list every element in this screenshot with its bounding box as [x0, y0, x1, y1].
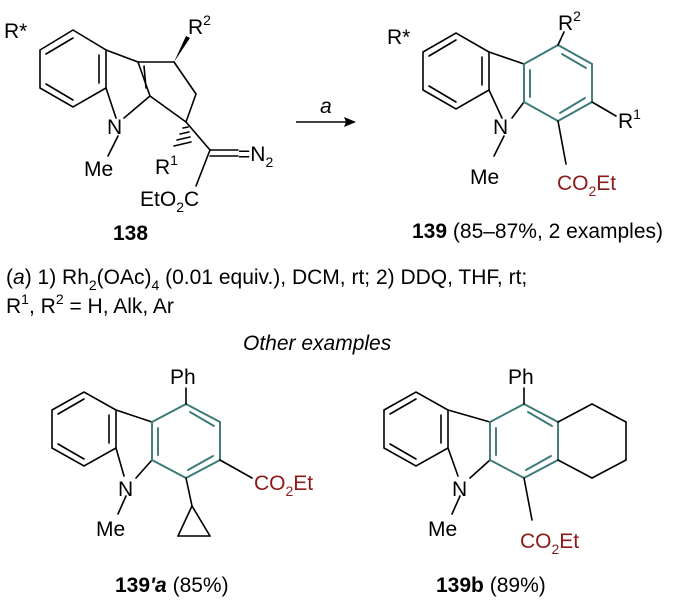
conditions-line-2: R1, R2 = H, Alk, Ar	[6, 291, 174, 318]
example2-phenyl: Ph	[508, 366, 534, 389]
example-139b-structure	[383, 387, 627, 521]
other-examples-title: Other examples	[243, 332, 392, 355]
example1-nitrogen: N	[118, 478, 133, 501]
example2-methyl: Me	[428, 518, 457, 541]
reactant-r-star: R*	[4, 20, 27, 43]
example1-methyl: Me	[96, 518, 125, 541]
product-label: 139 (85–87%, 2 examples)	[412, 220, 663, 243]
reactant-methyl: Me	[84, 158, 113, 181]
product-ester: CO2Et	[557, 172, 616, 199]
reactant-nitrogen: N	[107, 116, 122, 139]
reactant-ester: EtO2C	[140, 188, 199, 215]
product-r2: R2	[558, 8, 581, 35]
reactant-diazo: =N2	[238, 143, 273, 170]
product-methyl: Me	[470, 166, 499, 189]
example-139a-structure	[51, 387, 253, 537]
product-r-star: R*	[387, 26, 410, 49]
arrow-condition-label: a	[320, 95, 332, 118]
example1-ester: CO2Et	[254, 472, 313, 499]
product-nitrogen: N	[493, 116, 508, 139]
reactant-r2: R2	[188, 12, 211, 39]
product-r1: R1	[618, 106, 641, 133]
example2-ester: CO2Et	[520, 530, 579, 557]
product-139-structure	[422, 31, 617, 165]
reactant-label: 138	[113, 222, 148, 245]
example2-nitrogen: N	[452, 478, 467, 501]
reactant-r1: R1	[155, 152, 178, 179]
reactant-138-structure	[39, 29, 239, 187]
conditions-line-1: (a) 1) Rh2(OAc)4 (0.01 equiv.), DCM, rt;…	[6, 266, 527, 293]
example1-phenyl: Ph	[170, 366, 196, 389]
example1-label: 139'a (85%)	[115, 574, 229, 597]
reaction-arrow	[296, 117, 356, 127]
example2-label: 139b (89%)	[436, 574, 546, 597]
